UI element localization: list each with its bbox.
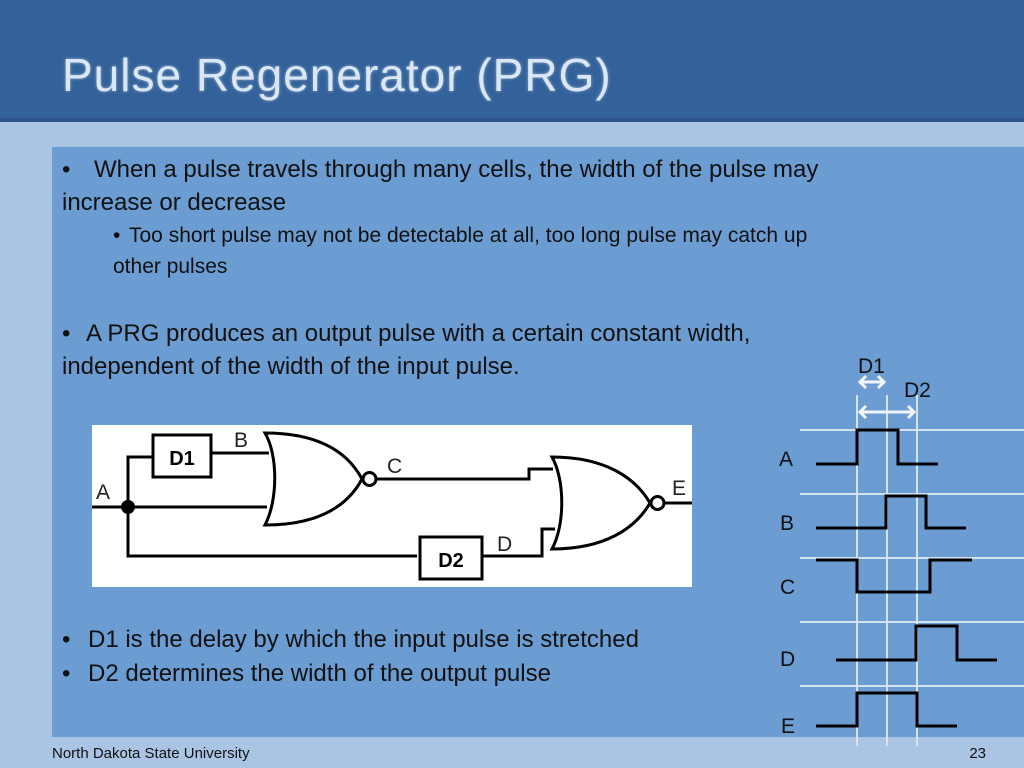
delay-block-d2 — [418, 535, 484, 581]
bullet-2-line-1: A PRG produces an output pulse with a ce… — [86, 320, 751, 347]
node-label-e: E — [672, 477, 686, 500]
signal-label-e: E — [781, 715, 795, 738]
interval-arrows — [857, 374, 917, 420]
wire-a-to-d1 — [126, 455, 152, 507]
delay-block-d1 — [151, 433, 213, 479]
sub-bullet-1-symbol: • — [113, 224, 121, 247]
prg-circuit-diagram: D1 D2 A B C D E — [92, 425, 692, 587]
d2-block-label: D2 — [438, 550, 464, 572]
signal-label-a: A — [779, 448, 793, 471]
circuit-svg: D1 D2 A B C D E — [92, 429, 692, 581]
slide-header — [0, 0, 1024, 122]
bullet-1-line-2: increase or decrease — [62, 189, 287, 216]
d2-arrow — [857, 404, 917, 420]
timing-svg: D1 D2 A B C D E — [779, 355, 1024, 746]
footer-institution: North Dakota State University — [52, 745, 250, 762]
sub-bullet-1-line-1: Too short pulse may not be detectable at… — [129, 224, 808, 247]
sub-bullet-1-line-2: other pulses — [113, 255, 228, 278]
bullet-1-line-1: When a pulse travels through many cells,… — [94, 156, 819, 183]
footer-page-number: 23 — [969, 745, 986, 762]
slide-title: Pulse Regenerator (PRG) — [62, 49, 612, 101]
waveform-b — [816, 494, 966, 530]
wire-a-to-d2 — [126, 507, 417, 558]
node-label-c: C — [387, 455, 402, 478]
interval-label-d1: D1 — [858, 355, 885, 378]
header-strip — [0, 118, 1024, 122]
waveform-d — [836, 624, 997, 662]
node-label-b: B — [234, 429, 248, 452]
signal-label-d: D — [780, 648, 795, 671]
signal-label-c: C — [780, 576, 795, 599]
bullet-4-symbol: • — [62, 660, 71, 687]
d1-arrow — [857, 374, 887, 390]
bullet-2-symbol: • — [62, 320, 71, 347]
timing-diagram: D1 D2 A B C D E — [740, 350, 1024, 750]
bullet-3-text: D1 is the delay by which the input pulse… — [88, 626, 639, 653]
node-label-a: A — [96, 481, 110, 504]
waveform-a — [816, 428, 938, 466]
interval-label-d2: D2 — [904, 379, 931, 402]
bullet-2-line-2: independent of the width of the input pu… — [62, 353, 520, 380]
waveform-c — [816, 558, 972, 594]
d1-block-label: D1 — [169, 448, 195, 470]
bullet-3-symbol: • — [62, 626, 71, 653]
nor-gate-1 — [262, 431, 364, 527]
waveform-e — [816, 691, 957, 728]
node-label-d: D — [497, 533, 512, 556]
wire-d — [482, 527, 555, 558]
nor-gate-2 — [549, 455, 652, 551]
nor-2-bubble — [649, 495, 666, 511]
signal-label-b: B — [780, 512, 794, 535]
wire-c — [377, 467, 553, 481]
bullet-1-symbol: • — [62, 156, 71, 183]
nor-1-bubble — [361, 471, 378, 487]
bullet-4-text: D2 determines the width of the output pu… — [88, 660, 551, 687]
junction-dot — [121, 500, 135, 514]
